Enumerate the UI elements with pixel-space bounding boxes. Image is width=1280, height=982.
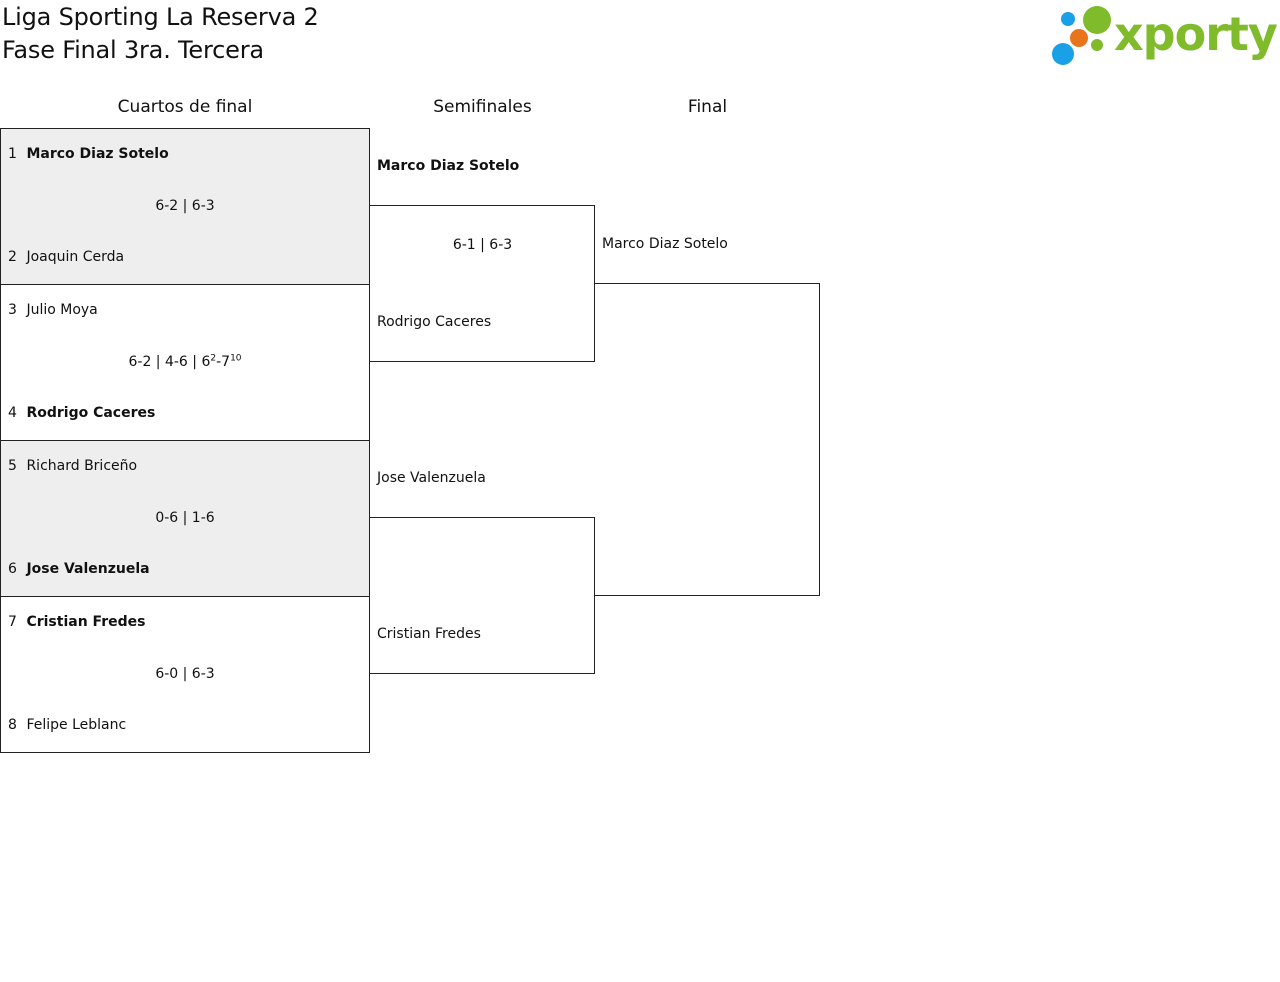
seed-number: 4 bbox=[8, 405, 17, 421]
round-title-final: Final bbox=[687, 97, 728, 117]
logo-dot-blue-large bbox=[1052, 43, 1074, 65]
match-score: 6-2 | 4-6 | 62-710 bbox=[1, 353, 369, 371]
final-player[interactable]: Marco Diaz Sotelo bbox=[602, 236, 728, 252]
tiebreak-score: 10 bbox=[230, 353, 242, 364]
player-name[interactable]: Joaquin Cerda bbox=[26, 249, 125, 265]
score-set-opponent: -7 bbox=[216, 354, 231, 370]
quarterfinal-match-1[interactable]: 1 Marco Diaz Sotelo 6-2 | 6-3 2 Joaquin … bbox=[0, 128, 370, 285]
semifinal-score: 6-1 | 6-3 bbox=[452, 237, 513, 253]
semifinal-player[interactable]: Cristian Fredes bbox=[377, 626, 481, 642]
page-subtitle: Fase Final 3ra. Tercera bbox=[2, 36, 264, 64]
seed-number: 3 bbox=[8, 302, 17, 318]
match-score: 0-6 | 1-6 bbox=[155, 510, 215, 526]
logo-dot-green-small bbox=[1091, 39, 1103, 51]
tiebreak-score: 2 bbox=[210, 353, 217, 364]
quarterfinal-match-3[interactable]: 5 Richard Briceño 0-6 | 1-6 6 Jose Valen… bbox=[0, 440, 370, 597]
player-name[interactable]: Jose Valenzuela bbox=[26, 561, 150, 577]
player-row: 4 Rodrigo Caceres bbox=[8, 404, 155, 422]
player-name[interactable]: Julio Moya bbox=[26, 302, 98, 318]
player-row: 6 Jose Valenzuela bbox=[8, 560, 150, 578]
page-title: Liga Sporting La Reserva 2 bbox=[2, 3, 319, 31]
match-score: 6-2 | 6-3 bbox=[155, 198, 215, 214]
xporty-logo[interactable]: xporty bbox=[1052, 4, 1278, 66]
quarterfinal-match-4[interactable]: 7 Cristian Fredes 6-0 | 6-3 8 Felipe Leb… bbox=[0, 596, 370, 753]
seed-number: 8 bbox=[8, 717, 17, 733]
seed-number: 7 bbox=[8, 614, 17, 630]
player-row: 1 Marco Diaz Sotelo bbox=[8, 145, 169, 163]
semifinal-player[interactable]: Marco Diaz Sotelo bbox=[377, 158, 520, 174]
semifinal-bracket-2 bbox=[370, 517, 595, 674]
player-row: 2 Joaquin Cerda bbox=[8, 248, 124, 266]
seed-number: 5 bbox=[8, 458, 17, 474]
quarterfinal-match-2[interactable]: 3 Julio Moya 6-2 | 4-6 | 62-710 4 Rodrig… bbox=[0, 284, 370, 441]
player-row: 3 Julio Moya bbox=[8, 301, 98, 319]
player-name[interactable]: Cristian Fredes bbox=[26, 614, 146, 630]
semifinal-bracket-1 bbox=[370, 205, 595, 362]
match-score: 6-0 | 6-3 bbox=[155, 666, 215, 682]
logo-wordmark: xporty bbox=[1114, 7, 1278, 61]
player-row: 7 Cristian Fredes bbox=[8, 613, 145, 631]
final-bracket bbox=[595, 283, 820, 596]
player-name[interactable]: Richard Briceño bbox=[26, 458, 138, 474]
seed-number: 1 bbox=[8, 146, 17, 162]
semifinal-player[interactable]: Rodrigo Caceres bbox=[377, 314, 492, 330]
semifinal-player[interactable]: Jose Valenzuela bbox=[377, 470, 486, 486]
round-title-quarterfinals: Cuartos de final bbox=[117, 97, 253, 117]
player-row: 5 Richard Briceño bbox=[8, 457, 137, 475]
seed-number: 6 bbox=[8, 561, 17, 577]
round-title-semifinals: Semifinales bbox=[433, 97, 532, 117]
score-sets: 6-2 | 4-6 | 6 bbox=[128, 354, 211, 370]
logo-dot-green-large bbox=[1083, 6, 1111, 34]
logo-dot-orange bbox=[1070, 29, 1088, 47]
seed-number: 2 bbox=[8, 249, 17, 265]
logo-dot-blue bbox=[1061, 12, 1075, 26]
player-name[interactable]: Felipe Leblanc bbox=[26, 717, 127, 733]
player-name[interactable]: Rodrigo Caceres bbox=[26, 405, 156, 421]
player-name[interactable]: Marco Diaz Sotelo bbox=[26, 146, 169, 162]
player-row: 8 Felipe Leblanc bbox=[8, 716, 126, 734]
